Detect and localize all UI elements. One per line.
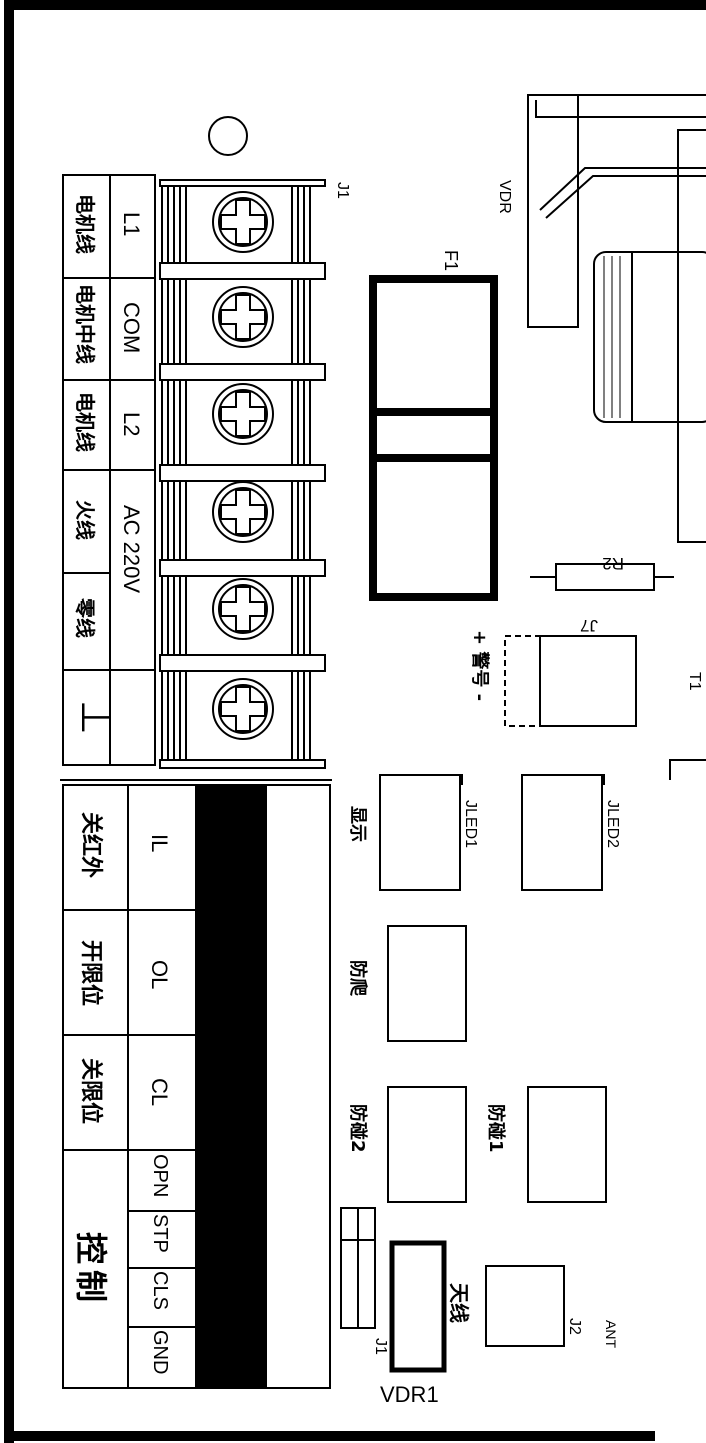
alarm-outline xyxy=(504,635,541,727)
antenna-label: 天线 xyxy=(447,1283,471,1323)
control-ol-name: 开限位 xyxy=(78,940,104,1006)
vdr-label: VDR xyxy=(496,180,513,214)
screw-icon xyxy=(212,578,274,640)
screw-icon xyxy=(212,286,274,348)
screw-icon xyxy=(212,678,274,740)
terminal-screws xyxy=(212,191,274,740)
terminal-l2-name: 电机线 xyxy=(73,392,97,452)
small-jumper-j1 xyxy=(340,1207,376,1329)
terminal-l2-code: L2 xyxy=(119,412,144,436)
control-il-code: IL xyxy=(147,834,172,852)
j7-label: J7 xyxy=(580,616,598,635)
board-outline xyxy=(4,0,706,1443)
jled2-label: JLED2 xyxy=(604,800,621,848)
fuse-component xyxy=(369,275,498,601)
transformer-label: T1 xyxy=(686,672,703,691)
control-ol-code: OL xyxy=(147,960,172,989)
terminal-l1-name: 电机线 xyxy=(73,194,97,254)
jled2-connector xyxy=(521,774,605,891)
j2-label: J2 xyxy=(566,1318,583,1335)
ant-label: ANT xyxy=(603,1320,619,1348)
alarm-label: + 警号 - xyxy=(469,630,491,701)
control-pin-stp: STP xyxy=(149,1214,171,1253)
terminal-l1-code: L1 xyxy=(119,212,144,236)
screw-terminal-block xyxy=(159,179,326,769)
control-il-name: 关红外 xyxy=(78,812,104,878)
screw-icon xyxy=(212,383,274,445)
terminal-neutral-name: 零线 xyxy=(73,597,97,638)
anti-climb-connector xyxy=(387,925,467,1042)
control-terminal-strip xyxy=(195,785,267,1388)
terminal-ac-code: AC 220V xyxy=(119,505,144,593)
control-pin-opn: OPN xyxy=(149,1154,171,1197)
control-labels: IL 关红外 OL 开限位 CL 关限位 控制 OPN STP CLS GND xyxy=(72,812,172,1374)
terminal-j1-designator: J1 xyxy=(334,182,351,199)
terminal-live-name: 火线 xyxy=(73,500,97,540)
resistor-component xyxy=(530,563,674,591)
anti-collision2-connector xyxy=(387,1086,467,1203)
small-jumper-label: J1 xyxy=(372,1338,389,1355)
vdr-component xyxy=(527,94,706,328)
control-cl-name: 关限位 xyxy=(78,1058,104,1124)
vdr1-label: VDR1 xyxy=(380,1382,439,1407)
display-label: 显示 xyxy=(347,806,368,842)
control-group-name: 控制 xyxy=(72,1232,110,1308)
jled1-connector xyxy=(379,774,463,891)
anti-collision1-connector xyxy=(527,1086,607,1203)
terminal-labels: J1 L1 电机线 COM 电机中线 L2 电机线 AC 220V 火线 零线 … xyxy=(73,182,351,735)
anti-collision2-label: 防碰2 xyxy=(347,1104,369,1153)
control-cl-code: CL xyxy=(147,1078,172,1106)
control-pin-gnd: GND xyxy=(149,1330,171,1374)
anti-collision1-label: 防碰1 xyxy=(485,1104,507,1153)
jled1-label: JLED1 xyxy=(462,800,479,848)
terminal-com-code: COM xyxy=(119,302,144,353)
control-pin-cls: CLS xyxy=(149,1271,171,1310)
j7-connector xyxy=(539,635,637,727)
vdr1-component xyxy=(389,1240,447,1373)
transformer-component xyxy=(593,129,706,780)
terminal-label-table xyxy=(62,174,156,766)
resistor-label: R2 xyxy=(602,554,624,573)
screw-icon xyxy=(212,481,274,543)
anti-climb-label: 防爬 xyxy=(347,960,369,997)
fuse-label: F1 xyxy=(441,250,461,271)
mounting-hole xyxy=(208,116,248,156)
terminal-com-name: 电机中线 xyxy=(73,284,97,364)
antenna-connector xyxy=(485,1265,565,1347)
screw-icon xyxy=(212,191,274,253)
ground-icon: ⊥ xyxy=(73,700,117,735)
